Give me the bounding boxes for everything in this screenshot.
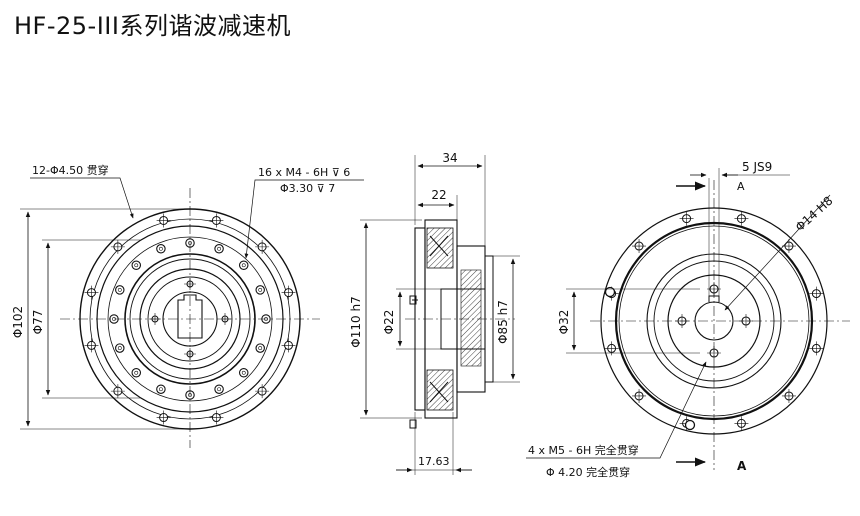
front-tapped-hole-core xyxy=(241,263,246,268)
rear-view: A A 5 JS9 Φ14 H8 Φ32 4 x M5 - 6H 完全贯穿 Φ … xyxy=(526,160,850,479)
dim-label-mid: Φ77 xyxy=(31,310,45,335)
front-tapped-hole-core xyxy=(117,288,122,292)
dim-label-hub: Φ85 h7 xyxy=(496,300,510,344)
rear-keyway xyxy=(708,295,720,302)
rear-view-hole-pattern xyxy=(604,211,824,431)
section-bearing-top xyxy=(426,227,454,269)
front-tapped-hole-core xyxy=(241,370,246,375)
front-tapped-hole-core xyxy=(258,346,263,350)
rear-tap-leader xyxy=(526,361,707,459)
page-title: HF-25-III系列谐波减速机 xyxy=(14,12,291,40)
dim-label-outer-110: Φ110 h7 xyxy=(349,296,363,347)
shaft-dim-leader xyxy=(724,194,831,311)
tap-note-1: 16 x M4 - 6H ⊽ 6 xyxy=(258,166,350,179)
dim-label-bottom: 17.63 xyxy=(418,455,450,468)
rear-pin-hole xyxy=(604,286,616,298)
tap-note-2: Φ3.30 ⊽ 7 xyxy=(280,182,335,195)
keyway-dim: 5 JS9 xyxy=(742,160,772,174)
section-bearing-bottom xyxy=(426,369,454,411)
front-tapped-hole-core xyxy=(159,387,163,392)
rear-tap-note-2: Φ 4.20 完全贯穿 xyxy=(546,465,630,479)
section-mark-top: A xyxy=(737,180,745,193)
front-tapped-hole-core xyxy=(258,288,263,292)
front-view: Φ102 Φ77 12-Φ4.50 贯穿 16 x M4 - 6H ⊽ 6 Φ3… xyxy=(11,163,364,448)
rear-tap-note-1: 4 x M5 - 6H 完全贯穿 xyxy=(528,443,639,457)
front-tapped-hole-core xyxy=(134,263,139,268)
tap-note-leader xyxy=(244,179,364,259)
front-tapped-hole-core xyxy=(217,387,221,392)
front-tapped-hole-core xyxy=(217,246,221,251)
pcd-dim: Φ32 xyxy=(557,310,571,335)
front-tapped-hole-core xyxy=(134,370,139,375)
dim-label-length: 34 xyxy=(442,151,457,165)
rear-pin-hole xyxy=(684,419,696,431)
section-mark-bottom: A xyxy=(737,459,747,473)
front-tapped-hole-core xyxy=(159,246,163,251)
dim-label-outer: Φ102 xyxy=(11,306,25,338)
shaft-dim: Φ14 H8 xyxy=(793,194,836,235)
front-tapped-hole-core xyxy=(117,346,122,350)
hole-note-leader xyxy=(30,177,134,219)
hole-note: 12-Φ4.50 贯穿 xyxy=(32,163,109,177)
section-view: 34 22 Φ110 h7 Φ22 Φ85 h7 17.63 xyxy=(349,151,520,475)
dim-label-flange: 22 xyxy=(431,188,446,202)
front-keyway-bore xyxy=(177,294,203,339)
dim-label-bore: Φ22 xyxy=(382,310,396,335)
